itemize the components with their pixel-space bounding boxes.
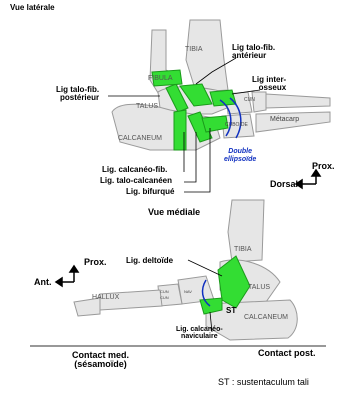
bone-label-calcaneum-medial: CALCANEUM — [244, 314, 288, 321]
bone-label-talus-medial: TALUS — [248, 284, 270, 291]
lateral-orientation-arrow — [296, 170, 320, 188]
orientation-prox-bottom: Prox. — [84, 258, 107, 267]
medial-view-title: Vue médiale — [148, 208, 200, 217]
bone-label-cuboide: CUBOIDE — [225, 123, 248, 128]
bone-label-calcaneum: CALCANEUM — [118, 135, 162, 142]
label-contact-med: Contact med. (sésamoïde) — [72, 351, 129, 370]
label-deltoide: Lig. deltoïde — [126, 257, 173, 265]
label-double-ellipsoide: Double ellipsoïde — [224, 148, 256, 163]
bone-label-cun: CUN — [244, 98, 255, 103]
label-talo-fib-posterieur: Lig talo-fib. postérieur — [56, 86, 99, 103]
label-talo-fib-anterieur: Lig talo-fib. antérieur — [232, 44, 275, 61]
label-calcaneo-naviculaire: Lig. calcanéo- naviculaire — [176, 326, 223, 341]
lateral-view-bones — [112, 20, 330, 150]
ligament-inter-osseux — [210, 90, 236, 106]
lateral-view-title: Vue latérale — [10, 4, 55, 12]
orientation-ant: Ant. — [34, 278, 52, 287]
orientation-dorsal: Dorsal — [270, 180, 298, 189]
tibia-bone — [186, 20, 228, 92]
bone-label-talus: TALUS — [136, 103, 158, 110]
bone-label-tibia-medial: TIBIA — [234, 246, 252, 253]
label-talo-calcaneen: Lig. talo-calcanéen — [100, 177, 172, 185]
bone-label-hallux: HALLUX — [92, 294, 119, 301]
bone-label-cun-medial-2: CUN — [160, 296, 169, 300]
metatarsal-1 — [266, 94, 330, 108]
bone-label-nav: NAV — [184, 290, 192, 294]
label-st: ST — [226, 307, 236, 315]
bone-label-tibia: TIBIA — [185, 46, 203, 53]
label-inter-osseux: Lig inter- osseux — [252, 76, 286, 93]
medial-orientation-arrow — [56, 266, 78, 286]
label-bifurque: Lig. bifurqué — [126, 188, 174, 196]
bone-label-fibula: FIBULA — [148, 75, 173, 82]
label-calcaneo-fib: Lig. calcanéo-fib. — [102, 166, 167, 174]
caption-st-definition: ST : sustentaculum tali — [218, 378, 309, 387]
label-contact-post: Contact post. — [258, 349, 316, 358]
bone-label-metacarp: Métacarp — [270, 116, 299, 123]
orientation-prox-top: Prox. — [312, 162, 335, 171]
bone-label-cun-medial-1: CUN — [160, 290, 169, 294]
